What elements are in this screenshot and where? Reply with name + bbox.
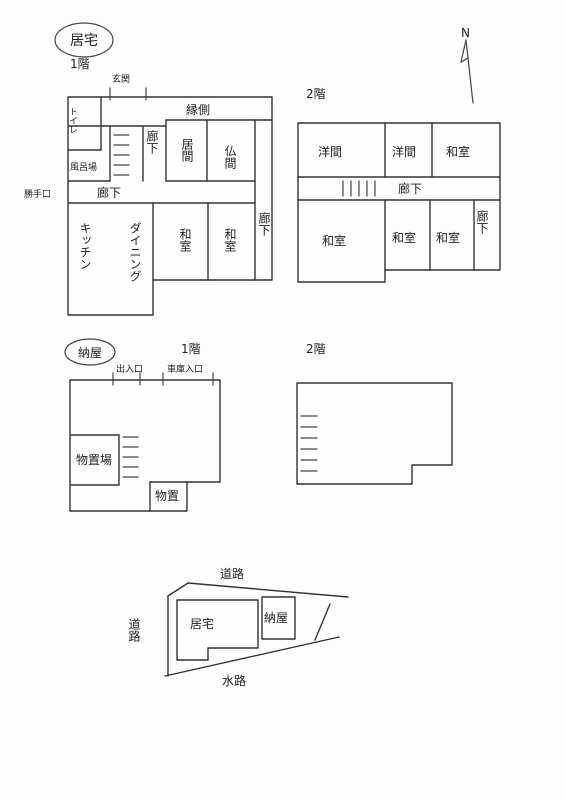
washitsu-2f-d-label: 和室 [436, 230, 460, 245]
storehouse-floor1-label: 1階 [181, 341, 201, 356]
waterway-label: 水路 [222, 673, 246, 688]
garage-entrance-label: 車庫入口 [167, 363, 203, 375]
washitsu-2f-a-label: 和室 [446, 144, 470, 159]
veranda-label: 縁側 [186, 102, 210, 117]
storehouse-floor2-label: 2階 [306, 341, 326, 356]
site-storehouse-label: 納屋 [264, 611, 288, 625]
washitsu-1f-a-label: 和室 [178, 228, 192, 252]
washitsu-2f-b-label: 和室 [322, 233, 346, 248]
entrance-label: 玄関 [112, 73, 130, 85]
kitchen-label: キッチン [78, 222, 92, 270]
hall-c-label: 廊下 [257, 211, 271, 236]
storehouse-floor2-plan [296, 382, 453, 485]
hall-b-label: 廊下 [97, 185, 121, 200]
residence-floor1-label: 1階 [70, 56, 90, 71]
washitsu-1f-b-label: 和室 [223, 228, 237, 252]
buddhist-room-label: 仏間 [223, 145, 237, 169]
hall-2f-a-label: 廊下 [398, 181, 422, 196]
residence-title: 居宅 [70, 33, 98, 49]
residence-floor2-label: 2階 [306, 86, 326, 101]
north-arrow-icon [460, 39, 474, 104]
road-top-label: 道路 [220, 566, 244, 581]
hall-2f-b-label: 廊下 [475, 209, 489, 234]
toilet-label: トイレ [67, 107, 78, 134]
road-left-label: 道路 [127, 618, 141, 643]
dining-label: ダイニング [128, 222, 142, 282]
back-door-label: 勝手口 [24, 188, 51, 200]
storage-b-label: 物置 [155, 489, 179, 503]
residence-floor1-plan [67, 87, 273, 316]
living-label: 居間 [180, 138, 194, 162]
hall-a-label: 廊下 [145, 129, 159, 154]
storehouse-floor1-plan [69, 372, 221, 512]
residence-floor2-plan [297, 122, 501, 283]
washitsu-2f-c-label: 和室 [392, 230, 416, 245]
site-map [164, 582, 349, 677]
site-residence-label: 居宅 [190, 616, 214, 631]
western-room-b-label: 洋間 [392, 144, 416, 159]
bath-label: 風呂場 [70, 161, 97, 173]
residence-title-circle [54, 22, 114, 58]
western-room-a-label: 洋間 [318, 144, 342, 159]
storage-a-label: 物置場 [76, 453, 112, 467]
storehouse-title-circle [64, 338, 116, 366]
compass-north-label: N [461, 26, 470, 40]
doorway-label: 出入口 [116, 363, 143, 375]
storehouse-title: 納屋 [78, 346, 102, 360]
